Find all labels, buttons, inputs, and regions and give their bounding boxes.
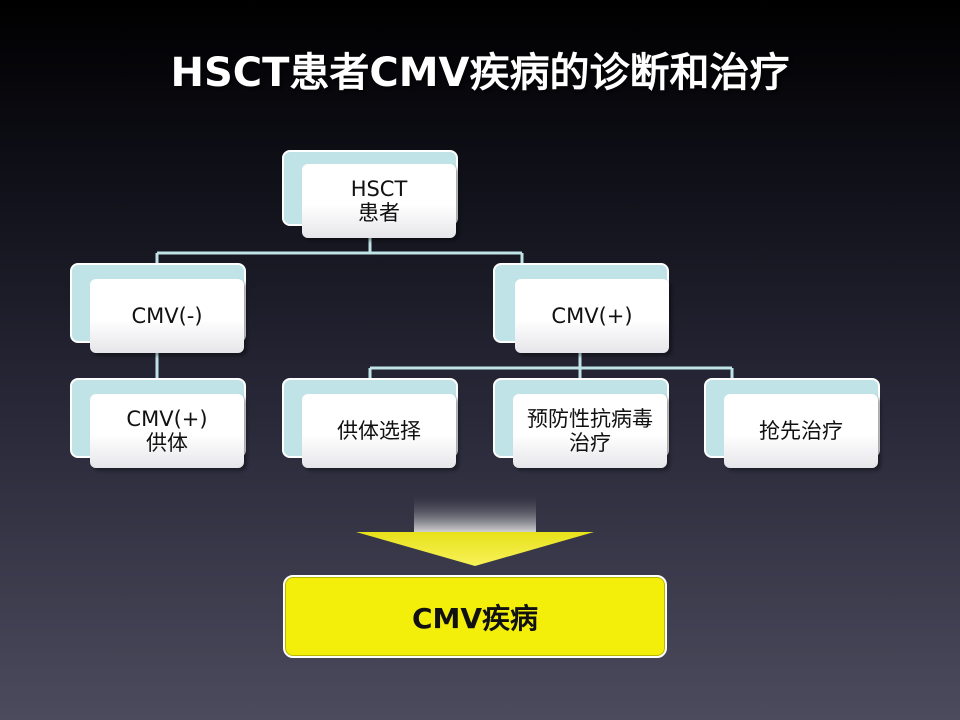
node-donor-line1: CMV(+) <box>126 407 208 431</box>
node-hsct-patient: HSCT 患者 <box>282 150 478 246</box>
node-prophylaxis-line1: 预防性抗病毒 <box>527 407 653 431</box>
node-cmv-positive-donor: CMV(+) 供体 <box>70 378 268 474</box>
node-donor-selection-label: 供体选择 <box>337 419 421 443</box>
node-cmv-positive-label: CMV(+) <box>551 304 633 328</box>
slide-title: HSCT患者CMV疾病的诊断和治疗 <box>170 50 790 96</box>
node-hsct-line2: 患者 <box>358 201 400 225</box>
arrow-head <box>356 532 594 566</box>
node-donor-selection: 供体选择 <box>282 378 480 474</box>
node-prophylaxis-line2: 治疗 <box>569 431 611 455</box>
node-donor-line2: 供体 <box>145 431 188 455</box>
node-preemptive-label: 抢先治疗 <box>759 419 843 443</box>
node-hsct-line1: HSCT <box>350 177 408 201</box>
node-cmv-positive: CMV(+) <box>493 263 691 359</box>
node-cmv-negative: CMV(-) <box>70 263 268 359</box>
outcome-cmv-disease: CMV疾病 <box>283 575 667 658</box>
node-prophylaxis: 预防性抗病毒 治疗 <box>493 378 691 474</box>
node-preemptive: 抢先治疗 <box>704 378 902 474</box>
node-cmv-negative-label: CMV(-) <box>131 304 203 328</box>
arrow-shaft <box>414 497 536 533</box>
